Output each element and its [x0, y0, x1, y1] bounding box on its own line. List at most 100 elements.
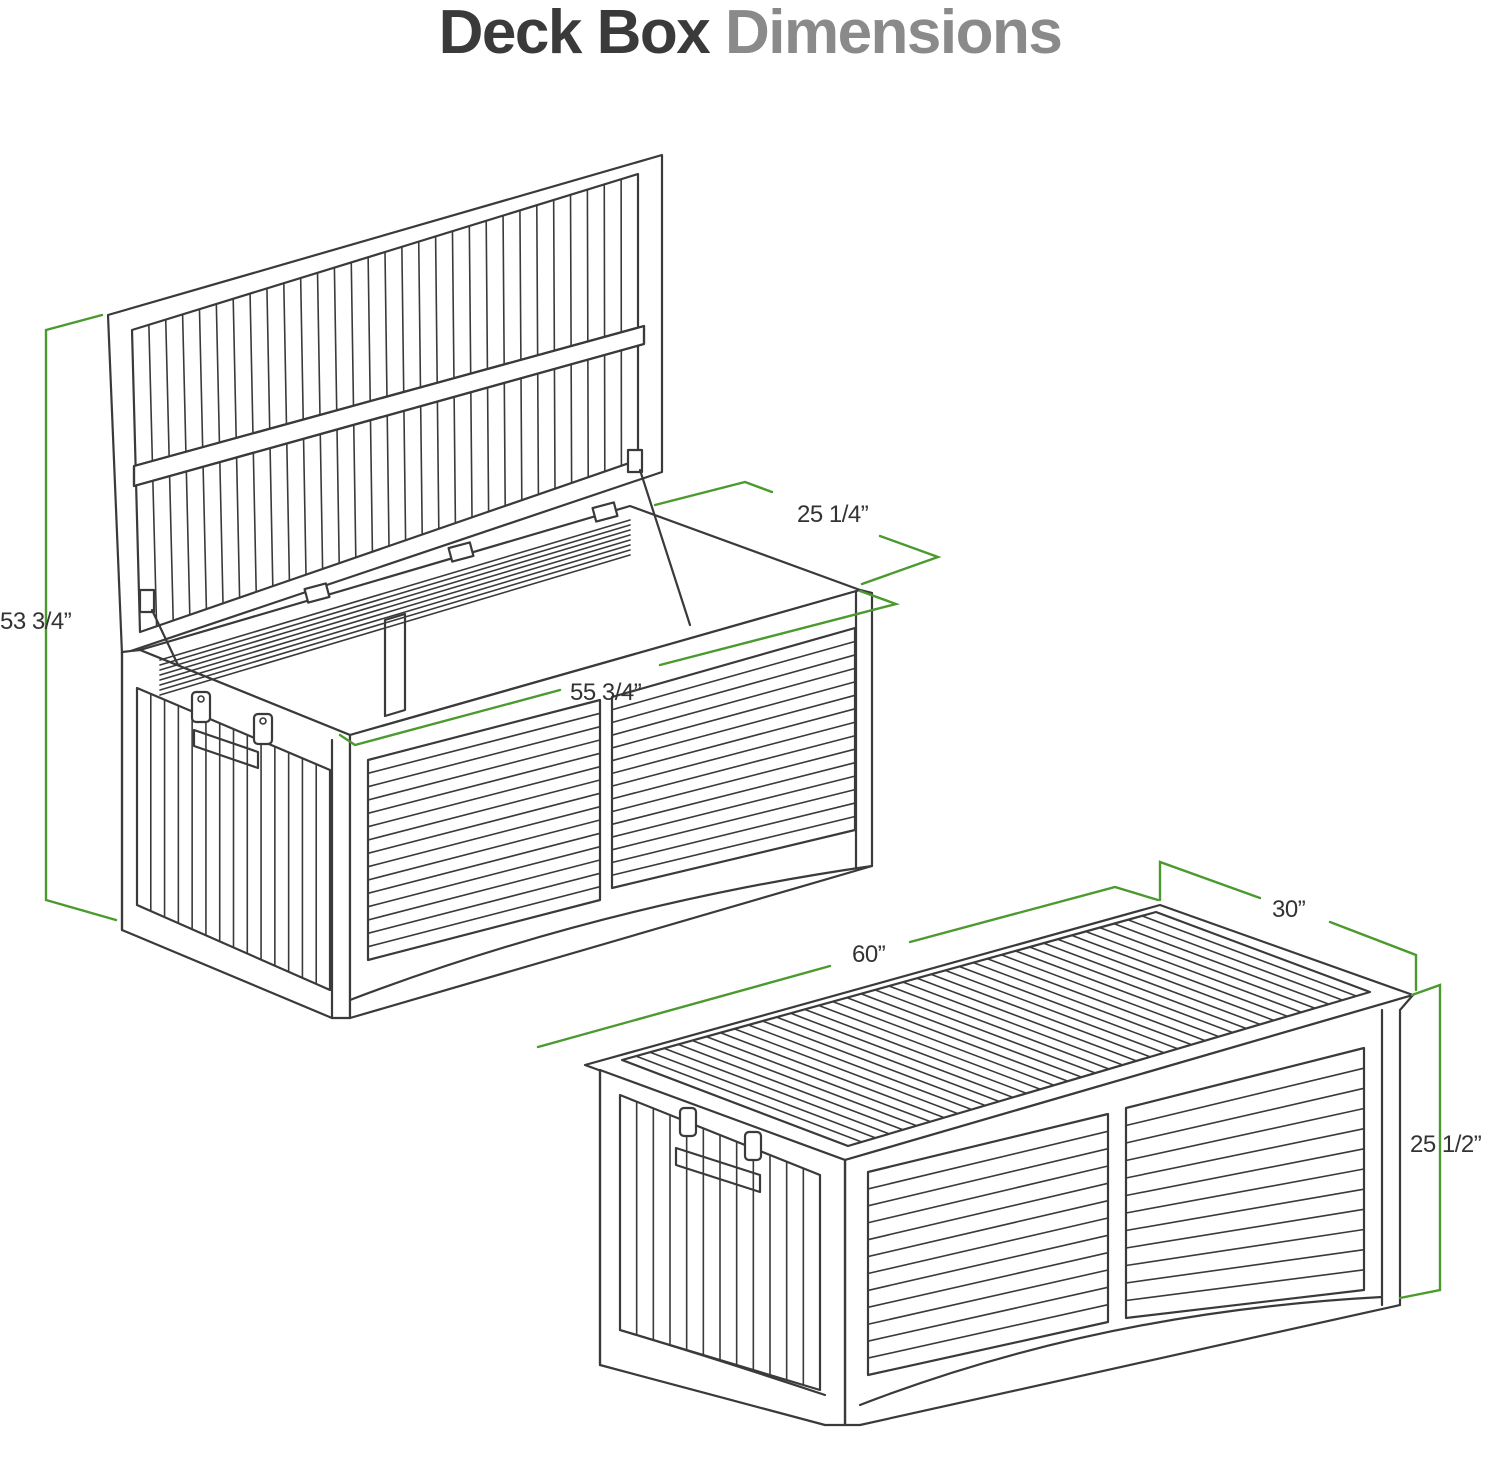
- slat-line: [367, 885, 601, 948]
- slat-line: [867, 1251, 1109, 1309]
- slat-line: [705, 1035, 932, 1123]
- open-height-label: 53 3/4”: [0, 608, 72, 635]
- slat-line: [986, 957, 1206, 1042]
- slat-line: [1070, 934, 1289, 1018]
- title-part-2: Dimensions: [724, 0, 1063, 67]
- slat-line: [367, 765, 601, 828]
- slat-line: [867, 1182, 1109, 1241]
- slat-line: [367, 832, 601, 895]
- slat-line: [367, 752, 601, 815]
- open-deck-box: [106, 153, 874, 1020]
- slat-line: [367, 845, 601, 908]
- slat-line: [902, 981, 1124, 1066]
- open-height-dimension: 53 3/4”: [0, 313, 118, 922]
- slat-line: [535, 204, 540, 496]
- slat-line: [775, 1016, 1000, 1103]
- slat-line: [1125, 1087, 1365, 1144]
- slat-line: [1125, 1148, 1365, 1197]
- slat-line: [569, 194, 573, 484]
- closed-depth-dimension: 30”: [1158, 860, 1418, 992]
- slat-line: [1125, 1248, 1365, 1284]
- slat-line: [159, 529, 631, 671]
- slat-line: [930, 973, 1152, 1058]
- slat-line: [831, 1000, 1055, 1087]
- open-width-dimension: 55 3/4”: [338, 589, 901, 747]
- slat-line: [367, 859, 601, 921]
- slat-line: [1056, 938, 1275, 1022]
- closed-deck-box: [583, 903, 1415, 1427]
- slat-line: [867, 1217, 1109, 1275]
- lid-hinges: [138, 448, 692, 667]
- slat-line: [1125, 1188, 1365, 1232]
- slat-line: [1098, 926, 1316, 1010]
- slat-line: [159, 524, 631, 666]
- slat-line: [1014, 950, 1234, 1034]
- slat-line: [611, 654, 856, 724]
- closed-depth-label: 30”: [1272, 896, 1306, 923]
- slat-line: [733, 1028, 959, 1115]
- slat-line: [867, 1234, 1109, 1292]
- slat-line: [159, 534, 631, 676]
- slat-line: [719, 1031, 945, 1119]
- slat-line: [747, 1024, 973, 1111]
- slat-line: [663, 1047, 891, 1135]
- slat-line: [817, 1004, 1042, 1091]
- slat-line: [867, 1286, 1109, 1342]
- slat-line: [958, 965, 1179, 1050]
- slat-line: [367, 739, 601, 801]
- slat-line: [611, 667, 856, 737]
- slat-line: [367, 872, 601, 935]
- slat-line: [1125, 1228, 1365, 1267]
- slat-line: [1125, 1127, 1365, 1179]
- slat-line: [1141, 915, 1358, 997]
- slat-line: [761, 1020, 987, 1107]
- slat-line: [159, 554, 631, 696]
- slat-line: [874, 989, 1097, 1074]
- slat-line: [789, 1012, 1014, 1099]
- slat-line: [611, 748, 856, 813]
- slat-line: [1113, 922, 1330, 1005]
- slat-line: [367, 779, 601, 841]
- slat-line: [468, 225, 473, 519]
- slat-line: [159, 519, 631, 661]
- slat-line: [916, 977, 1138, 1062]
- slat-line: [846, 996, 1069, 1082]
- closed-width-dimension: 60”: [536, 885, 1160, 1049]
- open-depth-label: 25 1/4”: [797, 501, 869, 528]
- slat-line: [867, 1303, 1109, 1359]
- slat-line: [552, 199, 556, 490]
- slat-line: [611, 721, 856, 787]
- closed-side-handle: [674, 1106, 763, 1194]
- slat-line: [502, 214, 507, 507]
- slat-line: [1125, 1067, 1365, 1127]
- slat-line: [1125, 1168, 1365, 1214]
- page-title: Deck Box Dimensions: [0, 0, 1500, 66]
- slat-line: [1084, 930, 1303, 1014]
- closed-height-dimension: 25 1/2”: [1398, 983, 1482, 1300]
- slat-line: [1125, 1208, 1365, 1249]
- slat-line: [159, 549, 631, 691]
- slat-line: [611, 815, 856, 877]
- closed-height-label: 25 1/2”: [1410, 1131, 1482, 1158]
- slat-line: [367, 792, 601, 855]
- slat-line: [649, 1051, 877, 1139]
- slat-line: [1042, 942, 1261, 1026]
- closed-width-label: 60”: [852, 941, 886, 968]
- slat-line: [635, 1055, 863, 1143]
- slat-line: [867, 1165, 1109, 1224]
- slat-line: [860, 992, 1083, 1078]
- slat-line: [611, 640, 856, 711]
- slat-line: [159, 544, 631, 686]
- slat-line: [1000, 954, 1220, 1038]
- open-width-label: 55 3/4”: [570, 679, 642, 706]
- slat-line: [611, 734, 856, 800]
- slat-line: [603, 183, 606, 473]
- title-part-1: Deck Box: [438, 0, 711, 67]
- slat-line: [611, 681, 856, 749]
- slat-line: [803, 1008, 1028, 1095]
- open-lid: [106, 153, 664, 656]
- slat-line: [677, 1043, 904, 1131]
- open-depth-dimension: 25 1/4”: [653, 480, 942, 586]
- slat-line: [367, 805, 601, 868]
